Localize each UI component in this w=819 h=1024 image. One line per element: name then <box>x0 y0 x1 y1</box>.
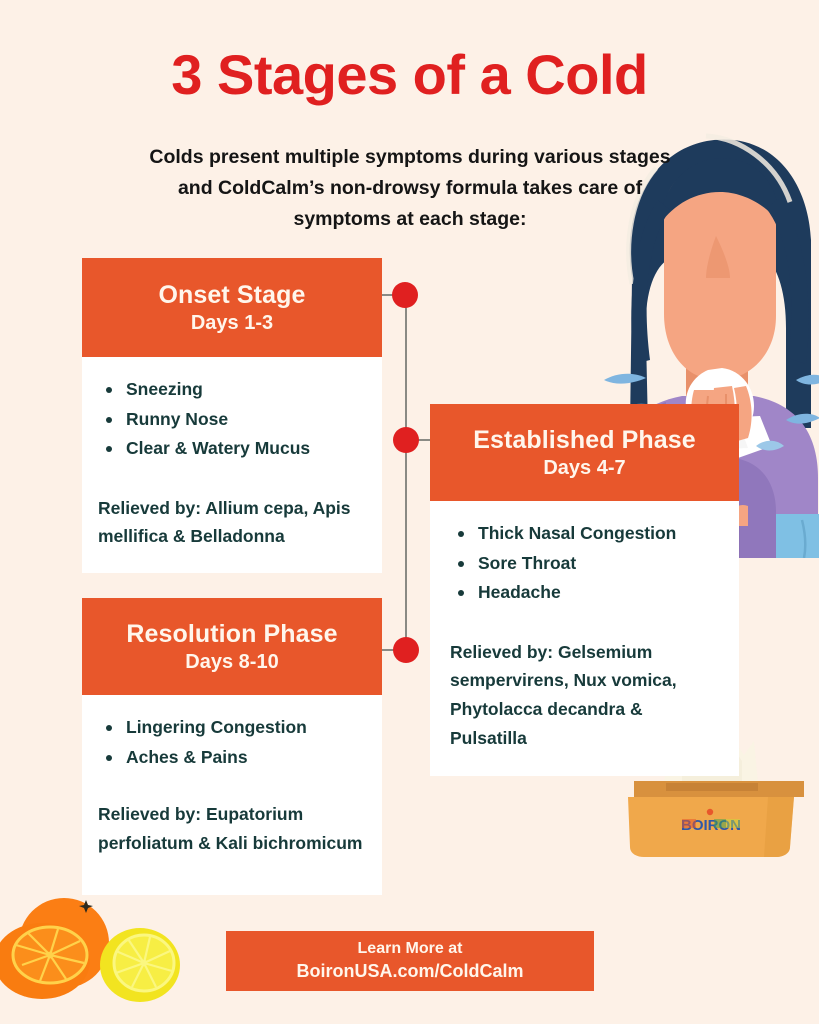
relieved-by-established: Relieved by: Gelsemium sempervirens, Nux… <box>450 641 677 748</box>
connector-stub-onset <box>375 294 407 296</box>
stage-card-onset: Onset Stage Days 1-3 Sneezing Runny Nose… <box>82 258 382 573</box>
page-subtitle: Colds present multiple symptoms during v… <box>149 146 671 230</box>
oranges-and-lemon-illustration <box>0 893 192 1024</box>
list-item: Clear & Watery Mucus <box>98 434 366 463</box>
symptom-list-onset: Sneezing Runny Nose Clear & Watery Mucus <box>98 375 366 463</box>
list-item: Runny Nose <box>98 405 366 434</box>
stage-days-resolution: Days 8-10 <box>185 651 279 673</box>
timeline-connector-line <box>405 292 407 654</box>
connector-stub-established <box>406 439 438 441</box>
relieved-by-onset: Relieved by: Allium cepa, Apis mellifica… <box>98 497 351 547</box>
symptom-list-resolution: Lingering Congestion Aches & Pains <box>98 713 366 772</box>
stage-card-established: Established Phase Days 4-7 Thick Nasal C… <box>430 404 739 777</box>
stage-card-onset-body: Sneezing Runny Nose Clear & Watery Mucus… <box>82 357 382 573</box>
list-item: Thick Nasal Congestion <box>450 519 723 548</box>
list-item: Aches & Pains <box>98 743 366 772</box>
timeline-dot-onset <box>392 282 418 308</box>
learn-more-label: Learn More at <box>357 939 463 957</box>
stage-name-established: Established Phase <box>473 426 696 454</box>
stage-card-resolution-header: Resolution Phase Days 8-10 <box>82 598 382 696</box>
stage-card-onset-header: Onset Stage Days 1-3 <box>82 258 382 358</box>
connector-stub-resolution <box>375 649 407 651</box>
list-item: Lingering Congestion <box>98 713 366 742</box>
stage-card-established-header: Established Phase Days 4-7 <box>430 404 739 502</box>
list-item: Sneezing <box>98 375 366 404</box>
stage-card-established-body: Thick Nasal Congestion Sore Throat Heada… <box>430 501 739 777</box>
symptom-list-established: Thick Nasal Congestion Sore Throat Heada… <box>450 519 723 607</box>
list-item: Sore Throat <box>450 549 723 578</box>
stage-card-resolution-body: Lingering Congestion Aches & Pains Relie… <box>82 695 382 896</box>
relieved-by-resolution: Relieved by: Eupatorium perfoliatum & Ka… <box>98 804 363 853</box>
learn-more-banner[interactable]: Learn More at BoironUSA.com/ColdCalm <box>226 931 594 991</box>
page-title: 3 Stages of a Cold <box>171 43 648 106</box>
stage-card-resolution: Resolution Phase Days 8-10 Lingering Con… <box>82 598 382 896</box>
list-item: Headache <box>450 578 723 607</box>
learn-more-url: BoironUSA.com/ColdCalm <box>296 960 524 981</box>
stage-days-established: Days 4-7 <box>543 457 626 479</box>
stage-name-onset: Onset Stage <box>158 281 306 309</box>
timeline-dot-established <box>393 427 419 453</box>
stage-name-resolution: Resolution Phase <box>126 620 338 648</box>
timeline-dot-resolution <box>393 637 419 663</box>
stage-days-onset: Days 1-3 <box>190 312 274 334</box>
